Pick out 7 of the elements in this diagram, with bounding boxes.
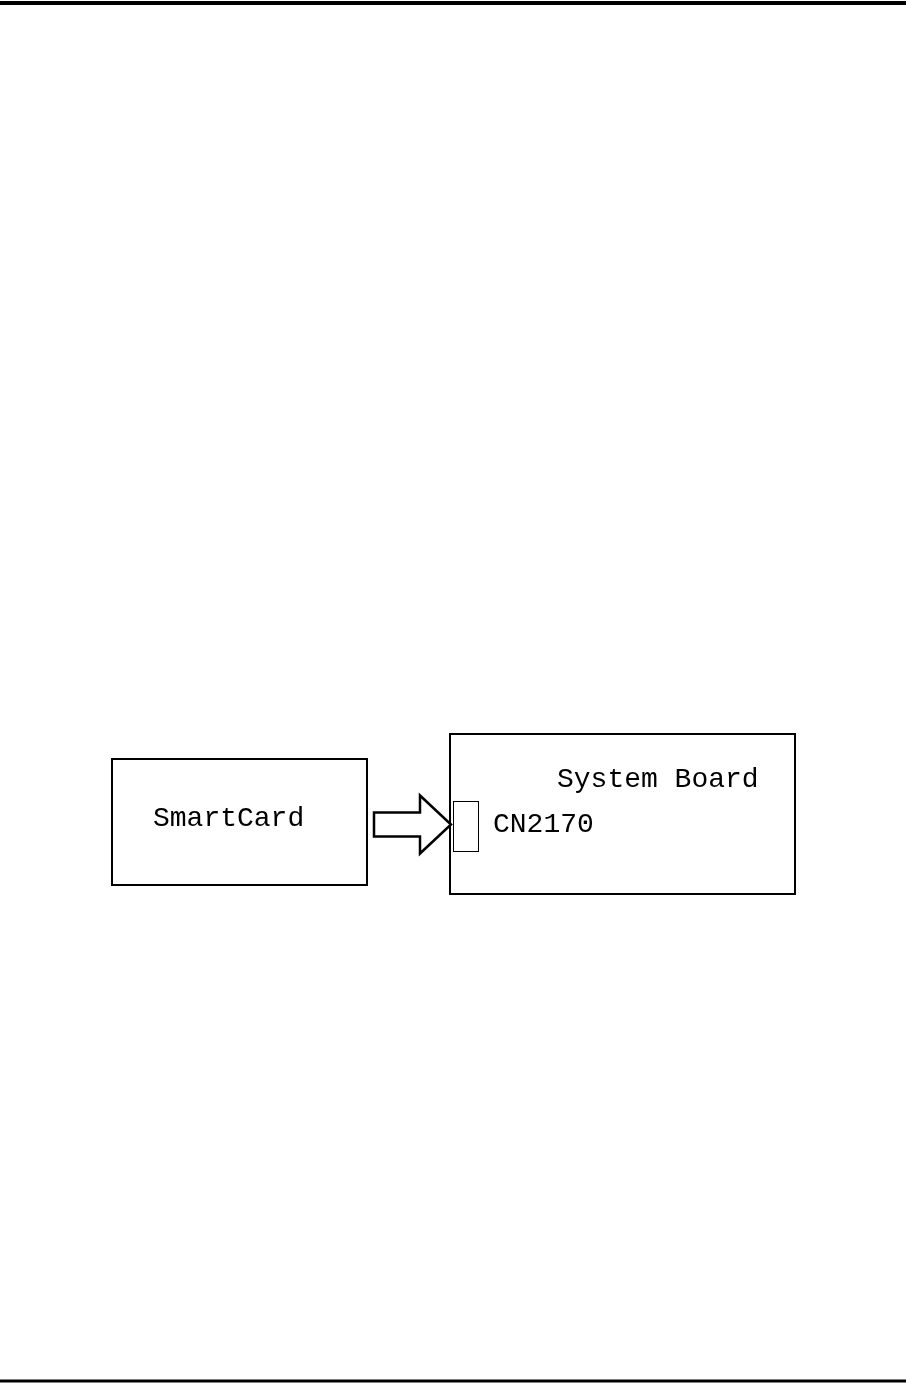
component-label: SmartCard: [153, 805, 305, 833]
component-label: System Board: [557, 766, 759, 794]
block-arrow: [372, 792, 453, 857]
connector-box: [453, 801, 479, 852]
connector-label: CN2170: [493, 811, 594, 839]
component-box: [111, 758, 368, 886]
component-box: [449, 733, 796, 895]
